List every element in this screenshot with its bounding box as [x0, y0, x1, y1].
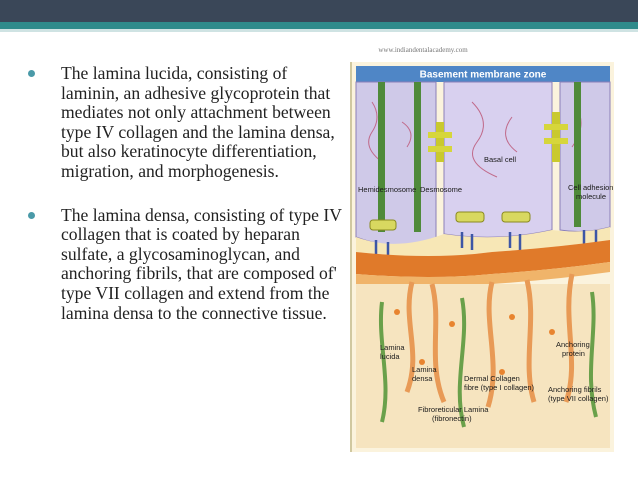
label-lamina-lucida: Lamina — [380, 343, 405, 352]
accent-line — [0, 29, 638, 32]
fibronectin-dots — [394, 309, 555, 375]
label-cell-adhesion-2: molecule — [576, 192, 606, 201]
label-fibroreticular-2: (fibronectin) — [432, 414, 472, 423]
label-anchoring-protein-2: protein — [562, 349, 585, 358]
bullet-list: The lamina lucida, consisting of laminin… — [26, 63, 346, 324]
diagram-title-bar — [356, 66, 610, 82]
hemidesmosome-plaque — [501, 211, 531, 223]
basal-cell-right — [559, 81, 611, 232]
lamina-densa-band — [356, 240, 610, 277]
bullet-text: The lamina lucida, consisting of laminin… — [61, 63, 335, 181]
cell-junction-bar — [544, 138, 568, 144]
anchoring-fibrils — [404, 273, 575, 408]
desmosome-bar — [428, 146, 452, 152]
bullet-dot-icon — [28, 70, 35, 77]
anchoring-filaments — [374, 230, 598, 256]
fibroreticular-band — [356, 262, 610, 287]
label-anchoring-protein: Anchoring — [556, 340, 590, 349]
label-hemidesmosome: Hemidesmosome — [358, 185, 416, 194]
label-dermal-collagen-2: fibre (type I collagen) — [464, 383, 535, 392]
label-dermal-collagen: Dermal Collagen — [464, 374, 520, 383]
hemidesmosome-plaque — [455, 211, 485, 223]
cytoskeleton-filaments — [368, 101, 582, 178]
label-fibroreticular: Fibroreticular Lamina — [418, 405, 489, 414]
accent-band — [0, 22, 638, 29]
label-lamina-densa: Lamina — [412, 365, 437, 374]
dermal-collagen-fibres — [378, 291, 598, 428]
hemidesmosome-filament — [378, 82, 385, 232]
diagram-title: Basement membrane zone — [420, 70, 547, 81]
header-bar — [0, 0, 638, 22]
bullet-item: The lamina lucida, consisting of laminin… — [26, 63, 346, 182]
bullet-item: The lamina densa, consisting of type IV … — [26, 204, 346, 324]
label-basal-cell: Basal cell — [484, 155, 516, 164]
watermark-text: www.indiandentalacademy.com — [378, 46, 468, 54]
cell-junction-bar — [544, 124, 568, 130]
bullet-text: The lamina densa, consisting of type IV … — [61, 204, 342, 323]
bullet-dot-icon — [28, 211, 35, 219]
label-lamina-lucida-2: lucida — [380, 352, 400, 361]
label-anchoring-fibrils: Anchoring fibrils — [548, 385, 602, 394]
diagram-svg: Basement membrane zone — [352, 62, 614, 452]
basement-membrane-diagram: Basement membrane zone — [350, 62, 614, 452]
label-lamina-densa-2: densa — [412, 374, 433, 383]
label-anchoring-fibrils-2: (type VII collagen) — [548, 394, 609, 403]
desmosome-filament — [414, 82, 421, 232]
label-cell-adhesion: Cell adhesion — [568, 183, 613, 192]
desmosome-bar — [428, 132, 452, 138]
lamina-lucida-band — [356, 227, 610, 256]
adhesion-filament — [574, 82, 581, 227]
hemidesmosome-plaque — [369, 219, 397, 231]
desmosome-plate — [436, 122, 444, 162]
cell-junction-plate — [552, 112, 560, 162]
label-desmosome: Desmosome — [420, 185, 462, 194]
